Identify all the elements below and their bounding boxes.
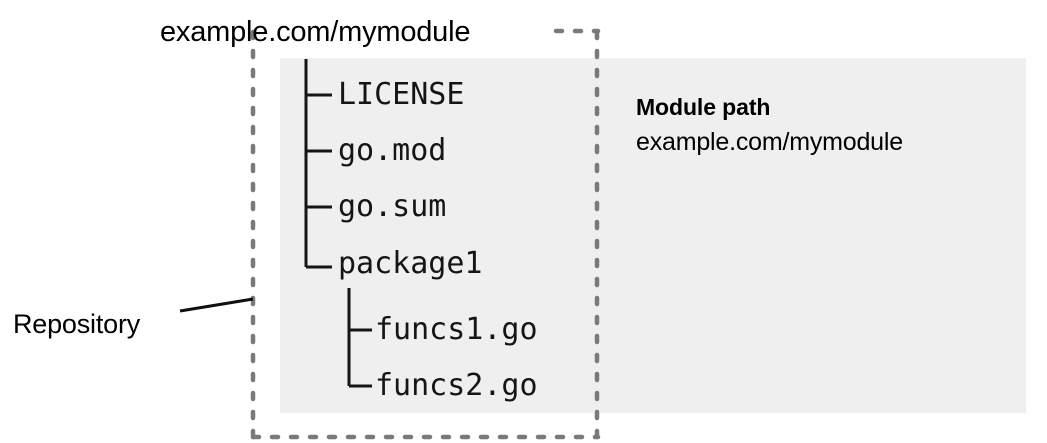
repository-label: Repository (13, 309, 141, 339)
tree-item-go-sum: go.sum (338, 189, 447, 224)
tree-item-package1: package1 (338, 246, 483, 281)
tree-item-license: LICENSE (338, 77, 465, 112)
module-panel (280, 58, 1026, 413)
repository-leader-line (179, 297, 254, 313)
module-path-annotation: Module path example.com/mymodule (636, 92, 1016, 158)
tree-item-funcs2-go: funcs2.go (375, 368, 538, 403)
tree-item-funcs1-go: funcs1.go (375, 312, 538, 347)
module-path-title: example.com/mymodule (160, 16, 471, 48)
tree-item-go-mod: go.mod (338, 133, 447, 168)
annotation-value: example.com/mymodule (636, 128, 903, 156)
annotation-title: Module path (636, 94, 771, 120)
